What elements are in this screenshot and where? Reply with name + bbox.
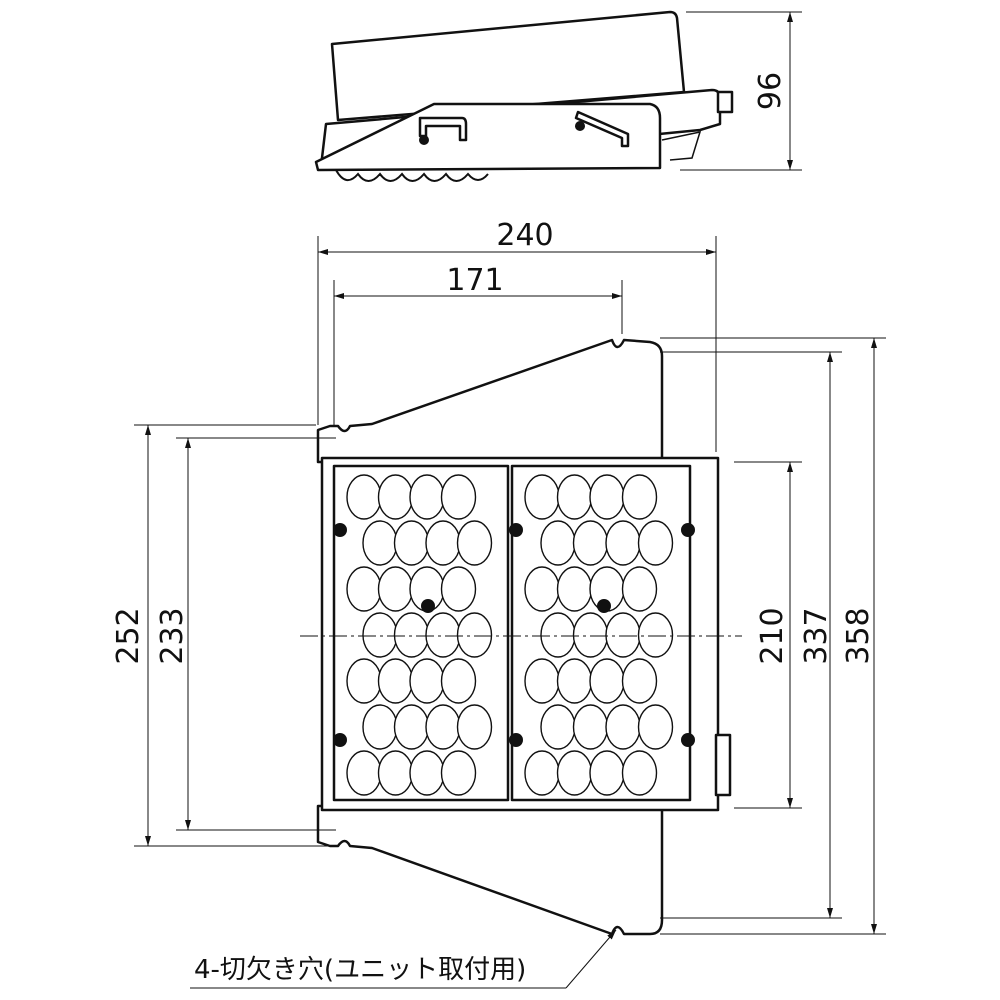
connector — [714, 733, 732, 797]
led — [362, 520, 398, 566]
led — [425, 612, 461, 658]
led — [456, 612, 493, 658]
led — [456, 520, 493, 566]
front-view — [300, 338, 742, 936]
led — [393, 520, 430, 566]
screw-icon — [333, 523, 347, 537]
led — [362, 612, 398, 658]
side-view — [314, 10, 734, 182]
dim-252: 252 — [111, 424, 330, 847]
led-array — [346, 474, 674, 796]
led — [377, 474, 414, 520]
led — [637, 520, 674, 566]
side-cable — [661, 131, 702, 161]
led — [637, 612, 674, 658]
led — [409, 658, 445, 704]
led — [556, 658, 593, 704]
dim-233-label: 233 — [155, 607, 190, 664]
dim-171: 171 — [333, 263, 623, 425]
led — [540, 704, 576, 750]
led — [440, 474, 477, 520]
led — [605, 704, 641, 750]
led — [362, 704, 398, 750]
led — [605, 612, 641, 658]
led — [346, 658, 382, 704]
led — [621, 474, 658, 520]
dim-337-label: 337 — [799, 607, 834, 664]
dim-358-label: 358 — [841, 607, 876, 664]
dim-210: 210 — [734, 461, 802, 809]
led — [425, 520, 461, 566]
led — [524, 474, 560, 520]
screw-icon — [421, 599, 435, 613]
led — [524, 750, 560, 796]
dim-171-label: 171 — [446, 263, 503, 298]
led — [456, 704, 493, 750]
led — [556, 474, 593, 520]
led — [589, 750, 625, 796]
led — [377, 750, 414, 796]
notch-note-label: 4-切欠き穴(ユニット取付用) — [194, 955, 526, 985]
dim-252-label: 252 — [111, 607, 146, 664]
upper-bracket — [316, 338, 664, 464]
lower-bracket — [316, 804, 664, 936]
side-lever — [574, 110, 630, 148]
dim-240: 240 — [317, 218, 717, 452]
led — [377, 658, 414, 704]
screw-icon — [509, 733, 523, 747]
led — [524, 658, 560, 704]
dim-240-label: 240 — [496, 218, 553, 253]
led — [393, 704, 430, 750]
screw-icon — [333, 733, 347, 747]
screw-icon — [509, 523, 523, 537]
dim-96-label: 96 — [753, 72, 788, 110]
screws — [333, 523, 695, 747]
led — [440, 566, 477, 612]
led — [393, 612, 430, 658]
screw-icon — [597, 599, 611, 613]
led — [377, 566, 414, 612]
dim-210-label: 210 — [755, 607, 790, 664]
led — [440, 750, 477, 796]
led — [556, 750, 593, 796]
screw-icon — [681, 523, 695, 537]
side-leds — [335, 169, 489, 182]
led — [589, 474, 625, 520]
notch-note: 4-切欠き穴(ユニット取付用) — [190, 929, 617, 989]
led — [556, 566, 593, 612]
side-connector — [716, 90, 734, 114]
led — [346, 750, 382, 796]
led — [605, 520, 641, 566]
screw-icon — [681, 733, 695, 747]
side-knob-left — [419, 135, 429, 145]
dim-358: 358 — [660, 337, 886, 935]
led — [572, 520, 609, 566]
led — [621, 750, 658, 796]
side-knob-right — [575, 121, 585, 131]
side-handle — [418, 116, 468, 142]
side-housing — [330, 10, 686, 122]
led — [440, 658, 477, 704]
dim-233: 233 — [155, 437, 336, 831]
side-bracket — [314, 102, 662, 172]
led — [524, 566, 560, 612]
led — [621, 566, 658, 612]
dim-337: 337 — [660, 351, 842, 919]
led — [540, 520, 576, 566]
led — [637, 704, 674, 750]
led — [346, 566, 382, 612]
led — [409, 750, 445, 796]
led — [540, 612, 576, 658]
led — [346, 474, 382, 520]
led — [572, 612, 609, 658]
dim-96: 96 — [680, 11, 802, 171]
led — [621, 658, 658, 704]
led — [589, 658, 625, 704]
led — [409, 474, 445, 520]
led — [572, 704, 609, 750]
led — [425, 704, 461, 750]
